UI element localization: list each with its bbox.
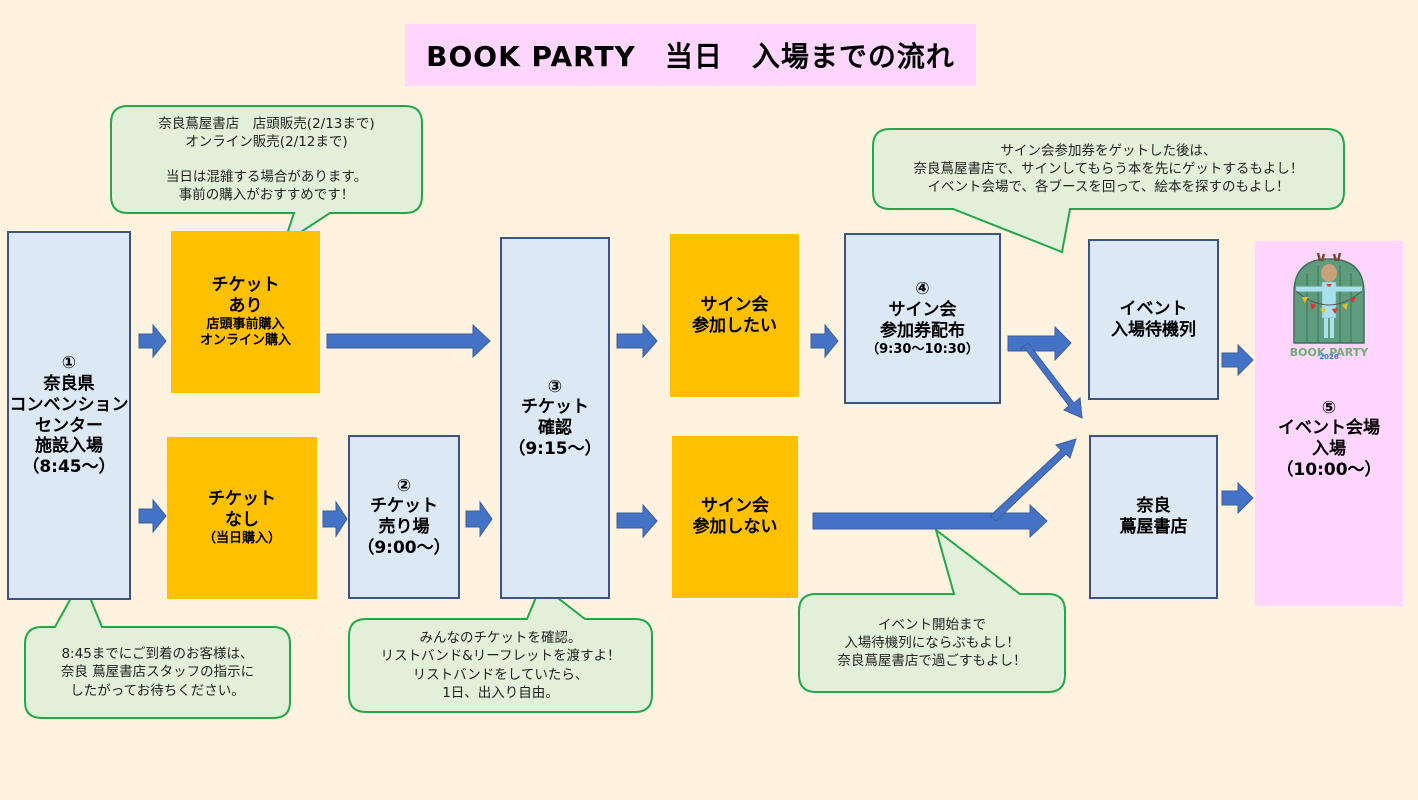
- step4-sign-ticket-distribution: ④ サイン会 参加券配布 （9:30～10:30）: [844, 233, 1001, 404]
- step5-event-venue: BOOK PARTY 2026 ⑤ イベント会場 入場 （10:00～）: [1255, 241, 1403, 606]
- step-number: ②: [396, 475, 412, 496]
- step-label-line: 入場: [1312, 439, 1346, 459]
- callout-line: 奈良 蔦屋書店スタッフの指示に: [60, 664, 255, 681]
- callout-line: したがってお待ちください。: [70, 682, 245, 699]
- arrow-bookstore-to-venue: [1221, 481, 1254, 515]
- callout-line: 事前の購入がおすすめです！: [178, 187, 355, 204]
- decision-label-line: サイン会: [700, 294, 769, 315]
- step-time: （9:30～10:30）: [866, 341, 979, 357]
- decision-sub-line: （当日購入）: [202, 530, 281, 546]
- arrow-step1-to-ticket-yes: [138, 323, 167, 359]
- callout-line: サイン会参加券をゲットした後は、: [1000, 142, 1217, 159]
- step-label-line: 奈良県: [43, 374, 95, 395]
- callout-ticket-check: みんなのチケットを確認。 リストバンド&リーフレットを渡すよ！ リストバンドをし…: [349, 619, 652, 712]
- callout-ticket-sales: 奈良蔦屋書店 店頭販売(2/13まで) オンライン販売(2/12まで) 当日は混…: [111, 106, 422, 213]
- decision-label-line: あり: [228, 296, 263, 317]
- arrow-step2-to-step3: [465, 500, 493, 538]
- arrow-sign-no-to-queue: [989, 438, 1077, 522]
- callout-line: リストバンドをしていたら、: [412, 666, 589, 683]
- step-label-line: チケット: [521, 397, 589, 418]
- decision-label-line: なし: [225, 510, 259, 531]
- callout-line: イベント開始まで: [878, 616, 986, 633]
- callout-ticket-sales-shape: [110, 105, 423, 246]
- step-time: （9:00～）: [357, 537, 451, 558]
- step-time: （9:15～）: [508, 438, 602, 459]
- decision-sign-no: サイン会 参加しない: [672, 436, 798, 598]
- logo-year: 2026: [1319, 353, 1339, 361]
- arrow-sign-yes-to-step4: [810, 323, 839, 359]
- decision-sub-line: 店頭事前購入: [206, 316, 285, 332]
- decision-label-line: 参加したい: [692, 315, 777, 336]
- decision-label-line: 参加しない: [692, 517, 778, 537]
- callout-arrival: 8:45までにご到着のお客様は、 奈良 蔦屋書店スタッフの指示に したがってお待…: [25, 627, 290, 718]
- step-label-line: イベント: [1119, 298, 1188, 319]
- step-time: （8:45～）: [22, 456, 116, 477]
- arrow-ticket-yes-to-step3: [326, 323, 491, 359]
- callout-line: オンライン販売(2/12まで): [185, 133, 348, 150]
- step-label-line: 確認: [538, 418, 572, 438]
- event-entry-queue: イベント 入場待機列: [1088, 239, 1219, 400]
- callout-line: 当日は混雑する場合があります。: [165, 169, 368, 185]
- arrow-step3-to-sign-yes: [616, 323, 658, 359]
- step-label-line: 参加券配布: [880, 320, 965, 341]
- step2-ticket-counter: ② チケット 売り場 （9:00～）: [348, 435, 460, 599]
- callout-line: 奈良蔦屋書店で、サインしてもらう本を先にゲットするもよし！: [913, 160, 1304, 177]
- callout-waiting-shape: [798, 527, 1066, 693]
- callout-after-sign: サイン会参加券をゲットした後は、 奈良蔦屋書店で、サインしてもらう本を先にゲット…: [873, 129, 1344, 209]
- step-time: （10:00～）: [1276, 459, 1382, 480]
- step-number: ⑤: [1321, 397, 1337, 418]
- decision-label-line: サイン会: [701, 496, 769, 517]
- callout-line: みんなのチケットを確認。: [419, 630, 582, 647]
- callout-line: 入場待機列にならぶもよし！: [844, 634, 1020, 651]
- step-label-line: コンベンション: [9, 394, 129, 415]
- callout-line: リストバンド&リーフレットを渡すよ！: [380, 648, 621, 665]
- step1-facility-entry: ① 奈良県 コンベンション センター 施設入場 （8:45～）: [7, 231, 131, 600]
- callout-line: 8:45までにご到着のお客様は、: [61, 646, 254, 663]
- callout-after-sign-shape: [872, 128, 1345, 254]
- step-label-line: 売り場: [378, 517, 430, 537]
- arrow-ticket-no-to-step2: [322, 500, 348, 538]
- step-label-line: イベント会場: [1278, 418, 1380, 439]
- decision-label-line: チケット: [211, 275, 280, 296]
- page-title: BOOK PARTY 当日 入場までの流れ: [405, 24, 976, 86]
- step3-ticket-check: ③ チケット 確認 （9:15～）: [500, 237, 610, 599]
- callout-arrival-shape: [24, 575, 291, 719]
- svg-text:BOOK PARTY: BOOK PARTY: [1290, 346, 1369, 359]
- callout-line: イベント会場で、各ブースを回って、絵本を探すのもよし！: [927, 179, 1290, 196]
- decision-sub-line: オンライン購入: [199, 332, 291, 348]
- deer-mascot-icon: BOOK PARTY: [1282, 252, 1376, 363]
- arrow-step1-to-ticket-no: [138, 498, 167, 534]
- step-label-line: 施設入場: [35, 436, 103, 457]
- arrow-step4-to-queue: [1007, 325, 1072, 362]
- decision-ticket-no: チケット なし （当日購入）: [167, 437, 317, 599]
- nara-tsutaya-bookstore: 奈良 蔦屋書店: [1089, 435, 1218, 599]
- step-number: ③: [547, 376, 563, 397]
- decision-ticket-yes: チケット あり 店頭事前購入 オンライン購入: [171, 231, 320, 393]
- decision-label-line: チケット: [208, 489, 276, 510]
- callout-ticket-check-shape: [348, 583, 653, 713]
- callout-line: 奈良蔦屋書店 店頭販売(2/13まで): [158, 115, 375, 132]
- callout-line: 奈良蔦屋書店で過ごすもよし！: [837, 653, 1027, 670]
- step-label-line: サイン会: [888, 300, 957, 321]
- step-label-line: チケット: [370, 496, 438, 517]
- step-number: ①: [61, 353, 77, 374]
- arrow-step3-to-sign-no: [616, 503, 658, 539]
- step-label-line: 入場待機列: [1111, 319, 1196, 340]
- arrow-sign-no-to-bookstore: [812, 503, 1048, 539]
- step5-label: ⑤ イベント会場 入場 （10:00～）: [1255, 389, 1403, 489]
- callout-waiting: イベント開始まで 入場待機列にならぶもよし！ 奈良蔦屋書店で過ごすもよし！: [799, 594, 1065, 692]
- arrow-step4-to-bookstore: [1019, 342, 1083, 419]
- step-label-line: 蔦屋書店: [1119, 517, 1188, 537]
- step-label-line: センター: [35, 415, 103, 436]
- arrow-queue-to-venue: [1221, 343, 1254, 377]
- decision-sign-yes: サイン会 参加したい: [670, 234, 799, 397]
- step-label-line: 奈良: [1136, 496, 1171, 517]
- step-number: ④: [915, 279, 930, 300]
- callout-line: 1日、出入り自由。: [442, 684, 559, 701]
